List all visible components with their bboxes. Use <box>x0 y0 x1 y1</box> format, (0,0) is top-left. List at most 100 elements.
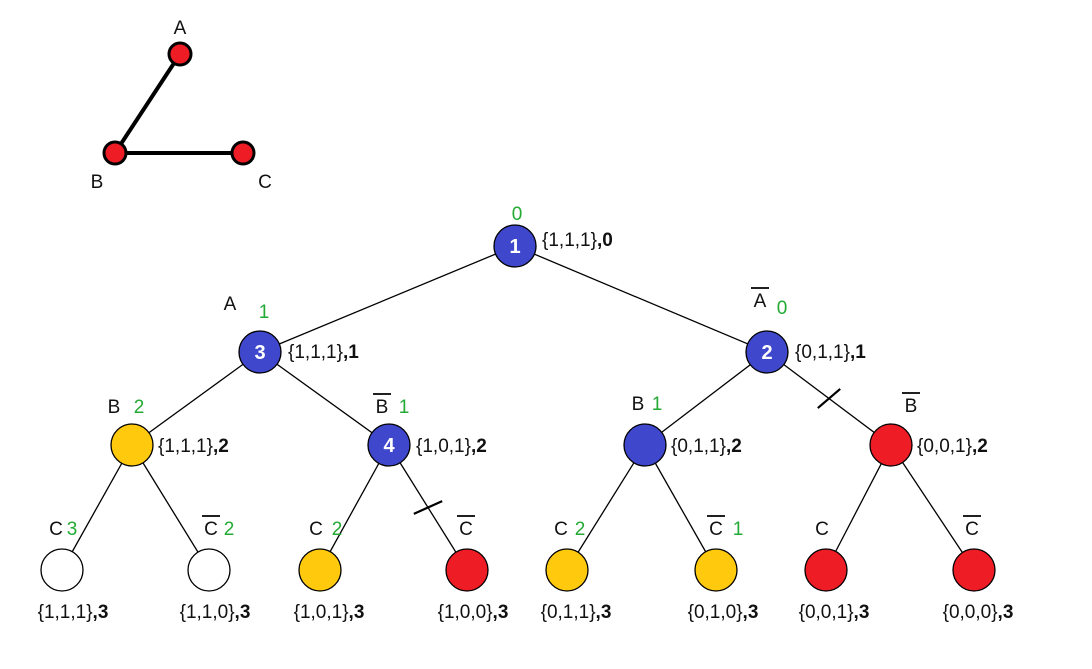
coloring-set: {0,1,0} <box>688 602 743 623</box>
node-number-label: 4 <box>383 435 395 457</box>
node-state-label: {0,1,1},1 <box>795 342 866 363</box>
depth-separator: , <box>998 602 1003 623</box>
branch-variable-label: C <box>965 519 979 540</box>
depth-level: 1 <box>855 342 866 363</box>
bound-value-label: 3 <box>67 519 78 540</box>
node-number-label: 1 <box>509 236 520 258</box>
depth-separator: , <box>343 342 348 363</box>
node-state-label: {0,1,1},2 <box>671 436 742 457</box>
depth-level: 0 <box>602 230 613 251</box>
bound-value-label: 0 <box>777 298 788 319</box>
tree-node-circle <box>40 548 84 592</box>
coloring-set: {0,0,1} <box>799 602 854 623</box>
branch-variable-label: C <box>815 519 829 540</box>
tree-edges <box>61 245 975 571</box>
coloring-set: {1,1,0} <box>180 602 235 623</box>
coloring-set: {1,1,1} <box>38 602 93 623</box>
tree-node-nB3: B{0,0,1},2 <box>869 392 988 467</box>
tree-node-circle <box>187 548 231 592</box>
node-state-label: {1,1,0},3 <box>180 602 251 623</box>
depth-level: 3 <box>354 602 365 623</box>
node-state-label: {0,0,1},3 <box>799 602 870 623</box>
bound-value-label: 0 <box>512 204 523 225</box>
node-state-label: {0,0,1},2 <box>917 436 988 457</box>
bound-value-label: 2 <box>332 519 343 540</box>
graph-edge-ab <box>113 52 182 155</box>
tree-edge-nB2-l6 <box>644 444 717 571</box>
branch-variable-label: B <box>632 394 645 415</box>
tree-edge-nB3-l7 <box>825 444 892 571</box>
tree-node-circle <box>745 330 789 374</box>
depth-separator: , <box>235 602 240 623</box>
tree-node-circle <box>110 423 154 467</box>
graph-vertex-b <box>102 140 128 166</box>
tree-edge-n3-nB1 <box>131 351 261 446</box>
depth-separator: , <box>349 602 354 623</box>
coloring-set: {1,0,1} <box>294 602 349 623</box>
depth-separator: , <box>93 602 98 623</box>
tree-node-circle <box>804 548 848 592</box>
node-state-label: {0,1,0},3 <box>688 602 759 623</box>
bound-value-label: 2 <box>134 397 145 418</box>
branch-variable-label: C <box>49 519 63 540</box>
tree-edge-nB2-l5 <box>566 444 646 571</box>
depth-level: 3 <box>601 602 612 623</box>
bound-value-label: 2 <box>224 519 235 540</box>
bound-value-label: 1 <box>399 397 410 418</box>
graph-vertex-label-a: A <box>174 18 187 39</box>
tree-edge-n1-n2 <box>514 245 768 353</box>
tree-edge-n3-n4 <box>259 351 390 446</box>
depth-separator: , <box>213 436 218 457</box>
tree-node-circle <box>298 548 342 592</box>
bound-value-label: 1 <box>259 302 270 323</box>
depth-level: 1 <box>348 342 359 363</box>
tree-edge-nB3-l8 <box>890 444 975 571</box>
tree-node-n1: 10{1,1,1},0 <box>493 204 613 268</box>
coloring-set: {1,0,0} <box>438 602 493 623</box>
depth-level: 2 <box>731 436 742 457</box>
depth-level: 3 <box>748 602 759 623</box>
depth-separator: , <box>743 602 748 623</box>
graph-vertex-c <box>230 140 256 166</box>
depth-separator: , <box>597 230 602 251</box>
node-number-label: 2 <box>761 342 772 364</box>
coloring-set: {0,0,0} <box>943 602 998 623</box>
depth-separator: , <box>471 436 476 457</box>
depth-separator: , <box>726 436 731 457</box>
graph-vertex-a <box>167 41 193 67</box>
tree-node-l8: C {0,0,0},3 <box>943 515 1014 623</box>
tree-edge-nB1-l1 <box>61 444 133 571</box>
node-state-label: {1,1,1},0 <box>542 230 613 251</box>
coloring-set: {0,1,1} <box>795 342 850 363</box>
pruned-branch-mark <box>413 500 443 515</box>
branch-variable-label: C <box>309 519 323 540</box>
branch-variable-label: A <box>754 291 767 312</box>
tree-edge-n2-nB2 <box>644 351 768 446</box>
coloring-set: {1,1,1} <box>542 230 597 251</box>
tree-node-circle <box>623 423 667 467</box>
tree-node-circle <box>493 224 537 268</box>
bound-value-label: 1 <box>652 394 663 415</box>
tree-edge-nB1-l2 <box>131 444 210 571</box>
node-state-label: {1,0,0},3 <box>438 602 509 623</box>
branch-variable-label: B <box>376 397 389 418</box>
depth-level: 3 <box>1003 602 1014 623</box>
depth-level: 3 <box>498 602 509 623</box>
coloring-set: {0,0,1} <box>917 436 972 457</box>
depth-separator: , <box>493 602 498 623</box>
branch-variable-label: A <box>224 294 237 315</box>
tree-edge-n1-n3 <box>259 245 516 353</box>
branch-variable-label: C <box>554 519 568 540</box>
tree-node-circle <box>694 548 738 592</box>
node-state-label: {1,1,1},1 <box>288 342 359 363</box>
tree-node-circle <box>238 330 282 374</box>
bound-value-label: 2 <box>575 519 586 540</box>
